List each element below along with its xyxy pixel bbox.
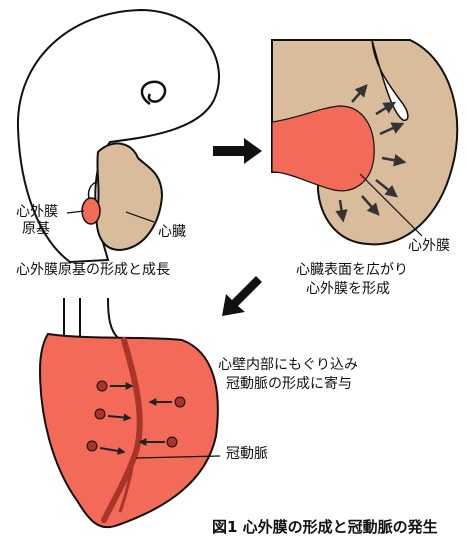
label-heart: 心臓 bbox=[158, 224, 186, 241]
label-epicardium-primordium-1: 心外膜 bbox=[16, 204, 58, 221]
label-epicardium: 心外膜 bbox=[408, 238, 450, 255]
epicardium-primordium bbox=[82, 198, 100, 224]
panel-heart-surface bbox=[272, 40, 457, 244]
label-coronary-artery: 冠動脈 bbox=[226, 446, 268, 463]
embryo-heart bbox=[97, 143, 162, 250]
figure-caption: 図1 心外膜の形成と冠動脈の発生 bbox=[212, 516, 438, 537]
arrow-down-left bbox=[222, 276, 262, 316]
label-epicardium-primordium-2: 原基 bbox=[22, 221, 50, 238]
caption-panel1: 心外膜原基の形成と成長 bbox=[16, 262, 170, 279]
epicardium-layer bbox=[272, 106, 374, 191]
caption-panel3-line2: 冠動脈の形成に寄与 bbox=[226, 376, 352, 393]
caption-panel2-line1: 心臓表面を広がり bbox=[296, 262, 408, 279]
vessel-far-right bbox=[108, 298, 118, 338]
caption-panel3-line1: 心壁内部にもぐり込み bbox=[218, 357, 358, 374]
arrow-right bbox=[213, 138, 262, 164]
panel-whole-heart bbox=[40, 298, 220, 527]
caption-panel2-line2: 心外膜を形成 bbox=[306, 281, 390, 298]
